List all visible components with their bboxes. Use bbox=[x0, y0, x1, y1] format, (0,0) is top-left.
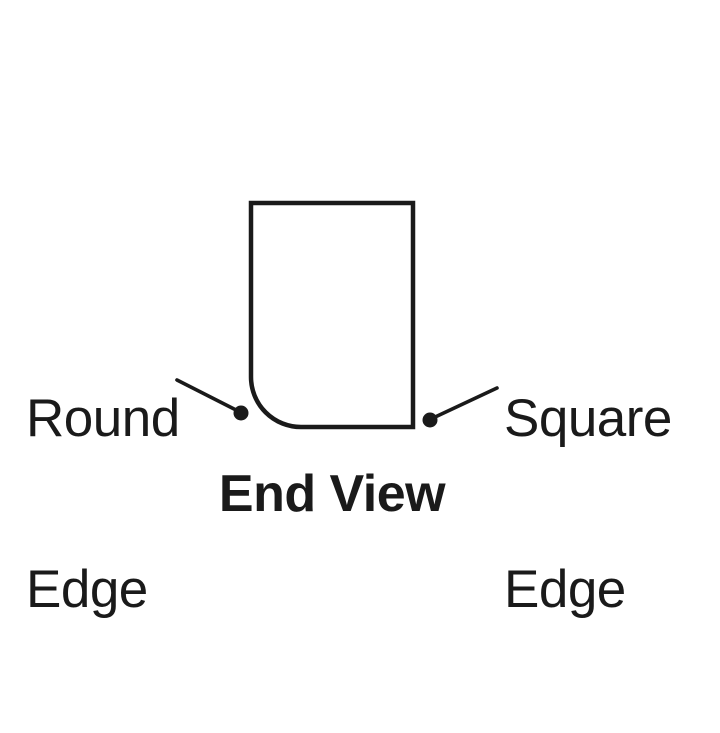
leader-line-round-edge bbox=[175, 378, 240, 413]
callout-label-round-edge-line2: Edge bbox=[26, 560, 148, 619]
callout-label-square-edge: Square Edge bbox=[504, 276, 672, 732]
callout-dot-square-edge bbox=[422, 412, 438, 428]
callout-label-round-edge-line1: Round bbox=[26, 389, 180, 448]
callout-label-round-edge: Round Edge bbox=[26, 276, 180, 732]
callout-label-square-edge-line2: Edge bbox=[504, 560, 626, 619]
callout-label-square-edge-line1: Square bbox=[504, 389, 672, 448]
callout-dot-round-edge bbox=[233, 405, 249, 421]
extrusion-profile-outline bbox=[248, 200, 416, 430]
leader-line-square-edge bbox=[431, 386, 499, 420]
diagram-caption: End View bbox=[218, 465, 446, 523]
